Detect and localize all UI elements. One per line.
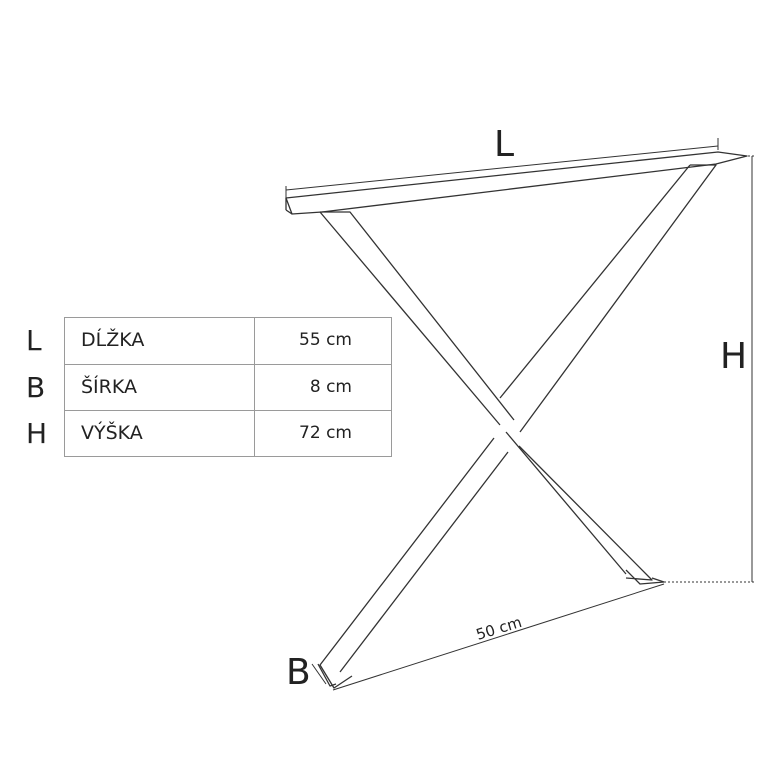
spec-table-divider-2 [64,410,392,411]
spec-row-letter: L [26,324,42,357]
spec-row-letter: H [26,417,48,450]
spec-row-letter: B [26,371,46,404]
spec-row-value: 8 cm [309,377,352,397]
spec-table-divider-1 [64,364,392,365]
spec-row-value: 72 cm [299,423,352,443]
leg-bar-left-top [319,211,653,581]
spec-row-name: VÝŠKA [81,422,143,444]
spec-row-name: DĹŽKA [81,329,145,351]
base-span-label: 50 cm [474,613,524,644]
height-label: H [720,336,747,377]
spec-row-length: L DĹŽKA 55 cm [0,317,400,364]
spec-table-column-divider [254,317,255,457]
spec-row-name: ŠÍRKA [81,376,137,398]
spec-table-frame [64,317,392,457]
foot-left [317,663,337,687]
foot-right [625,569,665,585]
top-rail [285,151,748,215]
width-label: B [286,652,311,693]
spec-row-width: B ŠÍRKA 8 cm [0,364,400,411]
width-tick-1 [311,663,327,685]
length-label: L [494,124,514,165]
spec-row-height: H VÝŠKA 72 cm [0,410,400,457]
leg-bar-right-top [319,164,717,689]
base-dimension-line [332,583,665,691]
spec-row-value: 55 cm [299,330,352,350]
length-dimension-line [285,145,719,191]
